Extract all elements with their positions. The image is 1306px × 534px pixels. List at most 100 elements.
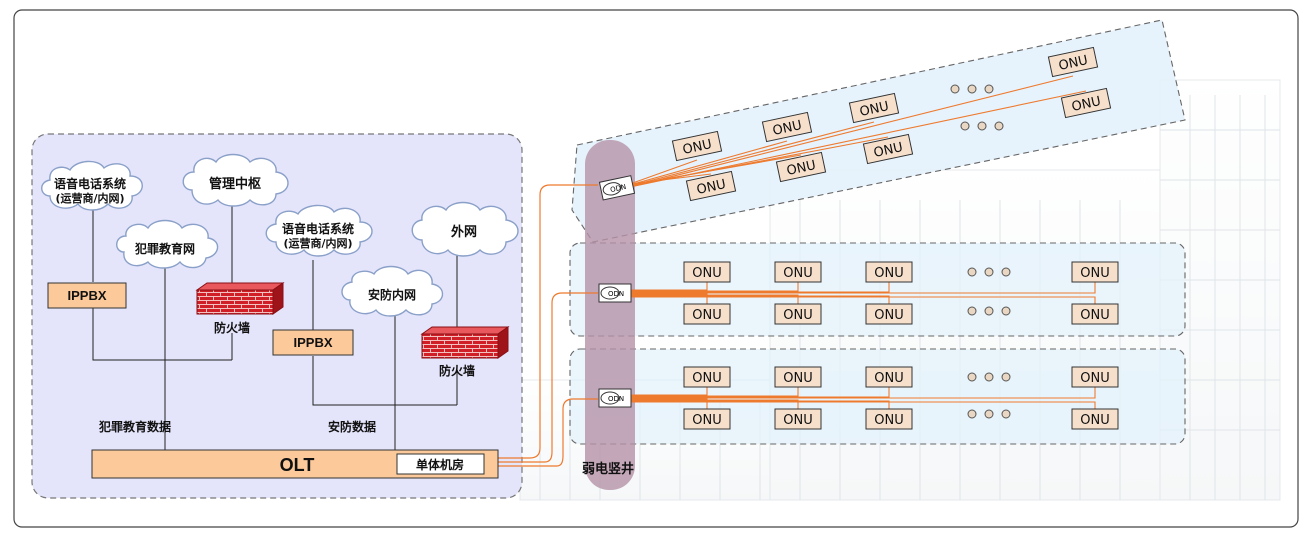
onu-bottom-lower-4: ONU xyxy=(1071,408,1119,430)
onu-label: ONU xyxy=(874,413,903,428)
fiber-line xyxy=(630,387,1096,399)
onu-middle-upper-1: ONU xyxy=(683,261,731,283)
ellipsis-bottom-lower xyxy=(967,409,1011,419)
odn-middle: ODN xyxy=(598,283,632,303)
onu-label: ONU xyxy=(692,413,721,428)
fiber-line xyxy=(630,294,799,304)
onu-middle-lower-4: ONU xyxy=(1071,303,1119,325)
onu-top-upper-1: ONU xyxy=(671,130,723,162)
fiber-line xyxy=(630,282,799,292)
onu-middle-lower-1: ONU xyxy=(683,303,731,325)
onu-top-lower-1: ONU xyxy=(685,170,737,202)
onu-label: ONU xyxy=(874,266,903,281)
cloud-voice2-line1: 语音电话系统 xyxy=(282,221,354,236)
cloud-crime-net-label: 犯罪教育网 xyxy=(134,241,195,256)
fiber-line xyxy=(630,401,1096,409)
olt-fibers xyxy=(498,184,598,467)
cloud-voice2-line2: (运营商/内网) xyxy=(283,236,352,250)
onu-bottom-lower-1: ONU xyxy=(683,408,731,430)
onu-bottom-lower-3: ONU xyxy=(865,408,913,430)
onu-top-upper-4: ONU xyxy=(1047,46,1099,78)
ippbx-box-1: IPPBX xyxy=(47,282,127,309)
ippbx-2-label: IPPBX xyxy=(293,335,332,350)
onu-label: ONU xyxy=(1080,308,1109,323)
onu-top-lower-3: ONU xyxy=(862,133,914,165)
fiber-line xyxy=(630,387,708,396)
onu-label: ONU xyxy=(783,413,812,428)
ellipsis-middle-upper xyxy=(967,267,1011,277)
onu-middle-upper-4: ONU xyxy=(1071,261,1119,283)
onu-label: ONU xyxy=(874,308,903,323)
cloud-voice1-line2: (运营商/内网) xyxy=(55,191,124,205)
onu-label: ONU xyxy=(1080,371,1109,386)
fiber-line xyxy=(629,121,875,187)
ellipsis-top-upper xyxy=(950,84,994,94)
onu-label: ONU xyxy=(1080,413,1109,428)
onu-bottom-upper-4: ONU xyxy=(1071,366,1119,388)
onu-middle-lower-2: ONU xyxy=(774,303,822,325)
cloud-mgmt-label: 管理中枢 xyxy=(209,176,261,192)
olt-box: OLT 单体机房 xyxy=(91,449,499,479)
onu-middle-upper-2: ONU xyxy=(774,261,822,283)
onu-label: ONU xyxy=(785,158,817,179)
fiber-line xyxy=(630,399,799,409)
cloud-external-net: 外网 xyxy=(411,201,519,257)
firewall-2-label: 防火墙 xyxy=(439,363,475,378)
fiber-line xyxy=(630,282,890,293)
onu-label: ONU xyxy=(695,177,727,198)
onu-label: ONU xyxy=(1057,53,1089,74)
fiber-line xyxy=(630,282,708,291)
onu-label: ONU xyxy=(783,371,812,386)
onu-top-lower-4: ONU xyxy=(1060,87,1112,119)
fiber-line xyxy=(630,296,1096,304)
cloud-external-label: 外网 xyxy=(450,224,477,240)
floor-network: ODN ONU ONU ONU ONU ONU ONU ONU ONU ODN ONU ONU ONU O… xyxy=(598,46,1119,430)
fiber-line xyxy=(630,282,1096,294)
onu-top-upper-2: ONU xyxy=(761,111,813,143)
onu-label: ONU xyxy=(1070,94,1102,115)
ellipsis-middle-lower xyxy=(967,306,1011,316)
fiber-line xyxy=(630,400,890,409)
fiber-line xyxy=(630,295,890,304)
onu-label: ONU xyxy=(783,266,812,281)
onu-label: ONU xyxy=(771,118,803,139)
olt-label: OLT xyxy=(280,455,315,475)
left-connections xyxy=(92,200,458,450)
odn-label: ODN xyxy=(608,395,624,403)
fiber-line xyxy=(630,387,799,397)
onu-label: ONU xyxy=(783,308,812,323)
cloud-voice1-line1: 语音电话系统 xyxy=(54,176,126,191)
cloud-voice-system-1: 语音电话系统 (运营商/内网) xyxy=(41,160,143,211)
ellipsis-bottom-upper xyxy=(967,372,1011,382)
onu-middle-upper-3: ONU xyxy=(865,261,913,283)
onu-label: ONU xyxy=(1080,266,1109,281)
fiber-line xyxy=(629,75,1074,188)
ippbx-1-label: IPPBX xyxy=(67,288,106,303)
cloud-voice-system-2: 语音电话系统 (运营商/内网) xyxy=(265,204,373,257)
fiber-line xyxy=(630,398,708,409)
onu-label: ONU xyxy=(872,140,904,161)
onu-middle-lower-3: ONU xyxy=(865,303,913,325)
machine-room-label: 单体机房 xyxy=(416,457,464,472)
cloud-management-hub: 管理中枢 xyxy=(182,153,289,207)
onu-label: ONU xyxy=(874,371,903,386)
odn-label: ODN xyxy=(608,290,624,298)
cloud-security-label: 安防内网 xyxy=(368,287,416,302)
fiber-line xyxy=(630,387,890,398)
shaft-label: 弱电竖井 xyxy=(582,461,634,477)
odn-label: ODN xyxy=(609,183,626,194)
fiber-line xyxy=(629,159,698,185)
ippbx-box-2: IPPBX xyxy=(272,329,354,356)
odn-top: ODN xyxy=(598,175,636,201)
firewall-1-label: 防火墙 xyxy=(214,320,250,335)
odn-bottom: ODN xyxy=(598,388,632,408)
onu-bottom-upper-2: ONU xyxy=(774,366,822,388)
crime-data-label: 犯罪教育数据 xyxy=(98,419,171,434)
onu-bottom-upper-1: ONU xyxy=(683,366,731,388)
firewall-1: 防火墙 xyxy=(195,282,285,335)
firewall-2: 防火墙 xyxy=(420,326,510,378)
cloud-security-net: 安防内网 xyxy=(341,265,444,317)
onu-label: ONU xyxy=(692,371,721,386)
